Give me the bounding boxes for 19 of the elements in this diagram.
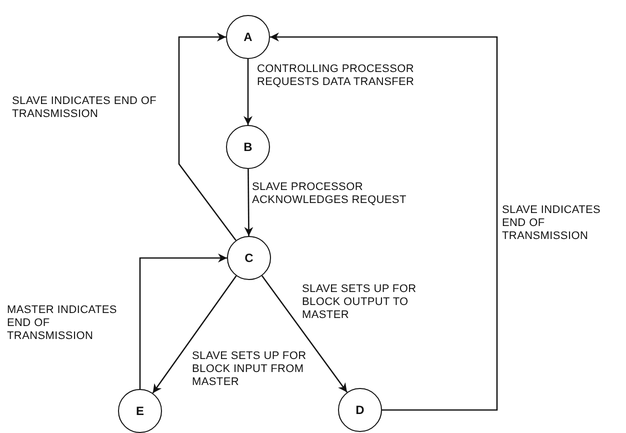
state-circle: D xyxy=(338,388,382,432)
state-circle: A xyxy=(226,15,270,59)
arrow xyxy=(261,275,348,393)
edge-label: MASTER INDICATES END OF TRANSMISSION xyxy=(7,304,118,343)
state-circle: E xyxy=(118,389,162,433)
arrow xyxy=(270,32,498,411)
arrow xyxy=(139,254,227,389)
edge-label: SLAVE PROCESSOR ACKNOWLEDGES REQUEST xyxy=(252,181,408,207)
arrow xyxy=(152,276,237,394)
state-circle: C xyxy=(227,236,271,280)
edge-label: SLAVE SETS UP FOR BLOCK INPUT FROM MASTER xyxy=(192,350,308,389)
state-circle: B xyxy=(226,125,270,169)
edge-label: SLAVE SETS UP FOR BLOCK OUTPUT TO MASTER xyxy=(302,283,418,322)
arrow xyxy=(244,59,252,125)
edge-label: SLAVE INDICATES END OF TRANSMISSION xyxy=(502,204,602,243)
arrow xyxy=(178,32,236,241)
edge-label: SLAVE INDICATES END OF TRANSMISSION xyxy=(12,95,158,121)
arrow xyxy=(244,169,254,236)
edge-label: CONTROLLING PROCESSOR REQUESTS DATA TRANSFER xyxy=(257,63,416,89)
